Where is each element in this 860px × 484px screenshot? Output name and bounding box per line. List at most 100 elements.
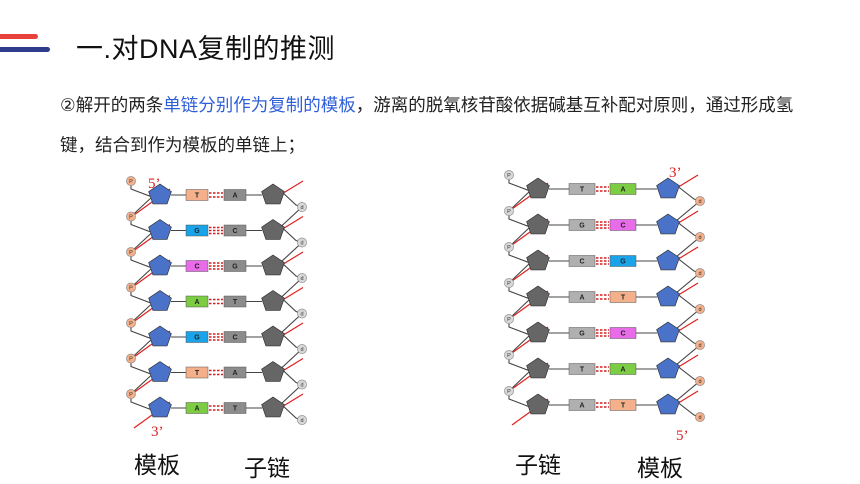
left-dna-right-sugar (261, 290, 285, 311)
right-dna-right-d-marker (695, 304, 705, 314)
left-dna-left-phosphate (126, 211, 136, 222)
left-dna-left-sugar (148, 290, 172, 311)
right-dna-right-base-letter: A (620, 187, 625, 194)
left-dna-left-phosphate (126, 176, 136, 186)
left-dna-right-sugar (261, 183, 285, 205)
right-dna-left-sugar (526, 321, 550, 343)
right-dna-left-phosphate-letter: P (507, 353, 511, 359)
left-dna-hydrogen-bonds (209, 226, 223, 235)
left-dna-left-base (185, 189, 209, 201)
paragraph-part2: ，游离的脱氧核苷酸依据碱基互补配对原则，通过形成氢键，结合到作为模板的单链上； (60, 96, 794, 156)
right-prime-bottom: 5’ (676, 428, 689, 444)
accent-bar-top (0, 34, 38, 39)
left-dna-left-base-letter: T (195, 370, 200, 377)
right-dna-left-base (568, 291, 596, 303)
left-daughter-label: 子链 (244, 456, 290, 482)
right-dna-left-phosphate (504, 170, 514, 180)
right-dna-right-d-marker-letter: d (698, 271, 701, 277)
left-dna-left-sugar (148, 183, 172, 205)
left-dna-hydrogen-bonds (209, 262, 223, 270)
left-dna-left-phosphate-letter: P (129, 392, 133, 398)
right-dna-right-base (609, 399, 637, 411)
left-dna-right-d-marker (297, 344, 307, 354)
right-dna-left-base-letter: T (580, 367, 585, 374)
left-prime-top: 5’ (148, 176, 161, 192)
right-dna-right-d-marker-letter: d (698, 235, 701, 241)
left-dna-left-sugar (148, 254, 172, 276)
right-dna-hydrogen-bonds (596, 366, 609, 372)
left-dna-right-base-letter: T (233, 299, 238, 306)
left-dna-hydrogen-bonds (209, 192, 223, 198)
right-dna-right-d-marker (695, 268, 705, 278)
left-dna-left-phosphate (126, 247, 136, 257)
right-dna-left-base-letter: A (579, 295, 584, 302)
left-dna-right-base (223, 224, 247, 237)
right-dna-left-base (568, 219, 596, 231)
left-dna-hydrogen-bonds (209, 333, 223, 341)
right-dna-hydrogen-bonds (596, 257, 609, 265)
left-dna-right-base (223, 366, 247, 379)
left-template-label: 模板 (134, 453, 180, 479)
left-dna-left-phosphate-letter: P (129, 215, 133, 221)
left-dna-right-base-letter: G (232, 264, 238, 271)
right-dna-left-sugar (526, 357, 550, 379)
right-dna-left-sugar (526, 393, 550, 415)
right-dna-left-base (568, 183, 596, 195)
right-dna-right-base (609, 219, 637, 231)
left-dna-left-phosphate-letter: P (129, 357, 133, 363)
left-dna-left-base-letter: C (194, 264, 199, 271)
right-dna-left-phosphate-letter: P (507, 389, 511, 395)
right-dna-hydrogen-bonds (596, 294, 609, 300)
left-dna-right-base-letter: C (232, 335, 237, 342)
right-dna-right-base-letter: T (621, 403, 626, 410)
left-dna-right-sugar (261, 219, 285, 240)
right-dna-left-phosphate (504, 386, 514, 396)
right-dna-hydrogen-bonds (596, 221, 609, 229)
accent-bar-bottom (0, 47, 50, 52)
left-dna-left-base-letter: A (194, 406, 199, 413)
left-dna-left-sugar (148, 219, 172, 240)
left-dna-right-sugar (261, 254, 285, 276)
right-dna-hydrogen-bonds (596, 329, 609, 337)
left-dna-right-d-marker-letter: d (300, 383, 303, 389)
right-dna-left-phosphate (504, 278, 514, 288)
right-dna-right-base (609, 363, 637, 375)
left-dna-left-phosphate-letter: P (129, 286, 133, 292)
right-dna-right-sugar (656, 357, 680, 379)
right-dna-right-base (609, 183, 637, 195)
left-dna-left-phosphate (126, 282, 136, 293)
right-dna-right-sugar (656, 213, 680, 235)
right-dna-left-phosphate-letter: P (507, 281, 511, 287)
right-dna-left-base-letter: G (579, 223, 585, 230)
right-template-label: 模板 (637, 456, 683, 482)
right-dna-right-base-letter: C (620, 223, 625, 230)
right-dna-left-phosphate-letter: P (507, 173, 511, 179)
right-dna-left-phosphate-letter: P (507, 245, 511, 251)
right-dna-left-phosphate (504, 242, 514, 252)
left-dna-right-base (223, 331, 247, 343)
paragraph-part1: ②解开的两条 (60, 96, 164, 116)
right-dna-right-d-marker (695, 340, 705, 350)
right-dna-hydrogen-bonds (596, 402, 609, 408)
left-prime-bottom: 3’ (151, 424, 164, 440)
right-dna-hydrogen-bonds (596, 186, 609, 192)
right-dna-right-d-marker-letter: d (698, 415, 701, 421)
explanation-paragraph: ②解开的两条单链分别作为复制的模板，游离的脱氧核苷酸依据碱基互补配对原则，通过形… (60, 86, 820, 166)
left-dna-left-sugar (148, 396, 172, 418)
left-dna-right-d-marker-letter: d (300, 241, 303, 247)
left-dna-right-d-marker (297, 308, 307, 319)
right-dna-right-d-marker (695, 412, 705, 422)
right-dna-right-d-marker-letter: d (698, 343, 701, 349)
left-dna-right-base-letter: A (232, 370, 237, 377)
right-daughter-label: 子链 (515, 453, 561, 479)
left-dna-left-phosphate (126, 318, 136, 328)
right-dna-left-phosphate (504, 350, 514, 360)
left-dna-left-base (185, 224, 209, 237)
left-dna-left-base-letter: T (195, 193, 200, 200)
right-dna-right-d-marker-letter: d (698, 307, 701, 313)
left-dna-left-phosphate (126, 389, 136, 399)
left-dna-left-base (185, 295, 209, 308)
right-dna-right-base-letter: C (620, 331, 625, 338)
right-dna-right-base (609, 327, 637, 339)
